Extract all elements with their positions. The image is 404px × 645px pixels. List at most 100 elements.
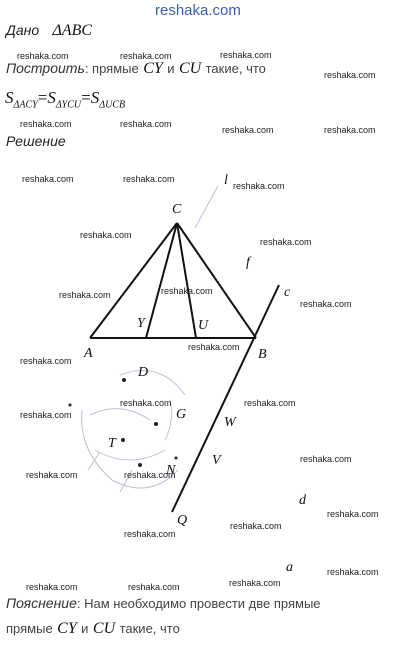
- watermark: reshaka.com: [128, 582, 180, 592]
- watermark: reshaka.com: [324, 125, 376, 135]
- watermark: reshaka.com: [230, 521, 282, 531]
- watermark: reshaka.com: [260, 237, 312, 247]
- eq-s2: S: [47, 88, 56, 107]
- watermark: reshaka.com: [20, 410, 72, 420]
- label-f: f: [246, 255, 252, 270]
- explanation-line: Пояснение: Нам необходимо провести две п…: [6, 595, 321, 613]
- eq-equals-1: =: [37, 88, 48, 107]
- line-bq: [171, 284, 280, 513]
- point-extra-2: [174, 456, 178, 460]
- watermark: reshaka.com: [17, 51, 69, 61]
- construction-points: [68, 378, 178, 467]
- watermark: reshaka.com: [222, 125, 274, 135]
- area-equation: SΔACY=SΔYCU=SΔUCB: [5, 88, 125, 110]
- point-n: [138, 463, 142, 467]
- point-g: [154, 422, 158, 426]
- tick-2: [87, 451, 101, 471]
- watermark: reshaka.com: [120, 51, 172, 61]
- construction-arcs: [81, 185, 219, 493]
- watermark: reshaka.com: [233, 181, 285, 191]
- tick-1: [119, 469, 133, 493]
- explanation-text: : Нам необходимо провести две прямые: [76, 596, 321, 611]
- watermark: reshaka.com: [26, 582, 78, 592]
- label-l: l: [224, 173, 228, 188]
- eq-sub2: ΔYCU: [55, 99, 82, 111]
- explanation-tail: такие, что: [119, 621, 180, 636]
- explanation-start: прямые: [6, 621, 53, 636]
- arc-1: [81, 409, 113, 481]
- site-title[interactable]: reshaka.com: [155, 2, 241, 19]
- watermark: reshaka.com: [300, 454, 352, 464]
- watermark: reshaka.com: [80, 230, 132, 240]
- label-g: G: [176, 407, 186, 422]
- label-d: D: [137, 365, 148, 380]
- explanation-label: Пояснение: [6, 595, 77, 611]
- watermark: reshaka.com: [26, 470, 78, 480]
- label-c-lower: c: [284, 285, 291, 300]
- watermark: reshaka.com: [229, 578, 281, 588]
- arc-4: [89, 408, 151, 421]
- triangle-abc: [89, 222, 257, 339]
- side-ac: [89, 222, 178, 339]
- watermark: reshaka.com: [20, 119, 72, 129]
- watermark: reshaka.com: [244, 398, 296, 408]
- watermark: reshaka.com: [59, 290, 111, 300]
- label-y: Y: [137, 316, 147, 331]
- watermark: reshaka.com: [123, 174, 175, 184]
- watermark: reshaka.com: [300, 299, 352, 309]
- label-v: V: [212, 453, 222, 468]
- label-c: C: [172, 202, 182, 217]
- solution-label: Решение: [6, 133, 66, 149]
- watermark: reshaka.com: [124, 529, 176, 539]
- construct-label: Построить: [6, 60, 85, 76]
- watermark: reshaka.com: [188, 342, 240, 352]
- arc-5: [94, 449, 166, 461]
- explanation-line1: CY: [57, 620, 77, 637]
- label-n: N: [165, 463, 176, 478]
- watermark: reshaka.com: [327, 567, 379, 577]
- side-cb: [176, 222, 257, 339]
- watermark: reshaka.com: [124, 470, 176, 480]
- label-q: Q: [177, 513, 187, 528]
- watermark: reshaka.com: [161, 286, 213, 296]
- watermark: reshaka.com: [120, 119, 172, 129]
- construct-text: : прямые: [84, 61, 139, 76]
- arc-3: [119, 370, 186, 396]
- given-line: Дано ΔABC: [6, 22, 92, 40]
- construct-line1: CY: [143, 60, 163, 77]
- construct-and: и: [167, 61, 175, 76]
- construct-line2: CU: [178, 60, 202, 77]
- label-a: A: [83, 346, 93, 361]
- explanation-line-2: прямые CY и CU такие, что: [6, 620, 180, 638]
- watermark: reshaka.com: [327, 509, 379, 519]
- label-a-lower: a: [286, 560, 293, 575]
- arc-6: [164, 399, 173, 441]
- construct-tail: такие, что: [205, 61, 266, 76]
- point-t: [121, 438, 125, 442]
- eq-s3: S: [90, 88, 100, 107]
- label-b: B: [258, 347, 267, 362]
- label-t: T: [108, 436, 117, 451]
- explanation-line2: CU: [92, 620, 116, 637]
- label-w: W: [224, 415, 237, 430]
- watermark: reshaka.com: [20, 356, 72, 366]
- watermark: reshaka.com: [220, 50, 272, 60]
- line-cy: [145, 222, 178, 339]
- given-value: ΔABC: [52, 22, 93, 39]
- point-d: [122, 378, 126, 382]
- given-label: Дано: [6, 22, 40, 38]
- eq-sub3: ΔUCB: [99, 99, 126, 111]
- eq-sub1: ΔACY: [13, 99, 38, 111]
- construct-line: Построить: прямые CY и CU такие, что: [6, 60, 266, 78]
- label-u: U: [198, 318, 209, 333]
- watermark: reshaka.com: [22, 174, 74, 184]
- explanation-and: и: [81, 621, 89, 636]
- watermark: reshaka.com: [120, 398, 172, 408]
- eq-s1: S: [5, 88, 14, 107]
- line-cu: [176, 222, 197, 339]
- point-extra-1: [68, 403, 72, 407]
- label-d-lower: d: [299, 493, 307, 508]
- watermark: reshaka.com: [324, 70, 376, 80]
- arc-2: [111, 469, 179, 489]
